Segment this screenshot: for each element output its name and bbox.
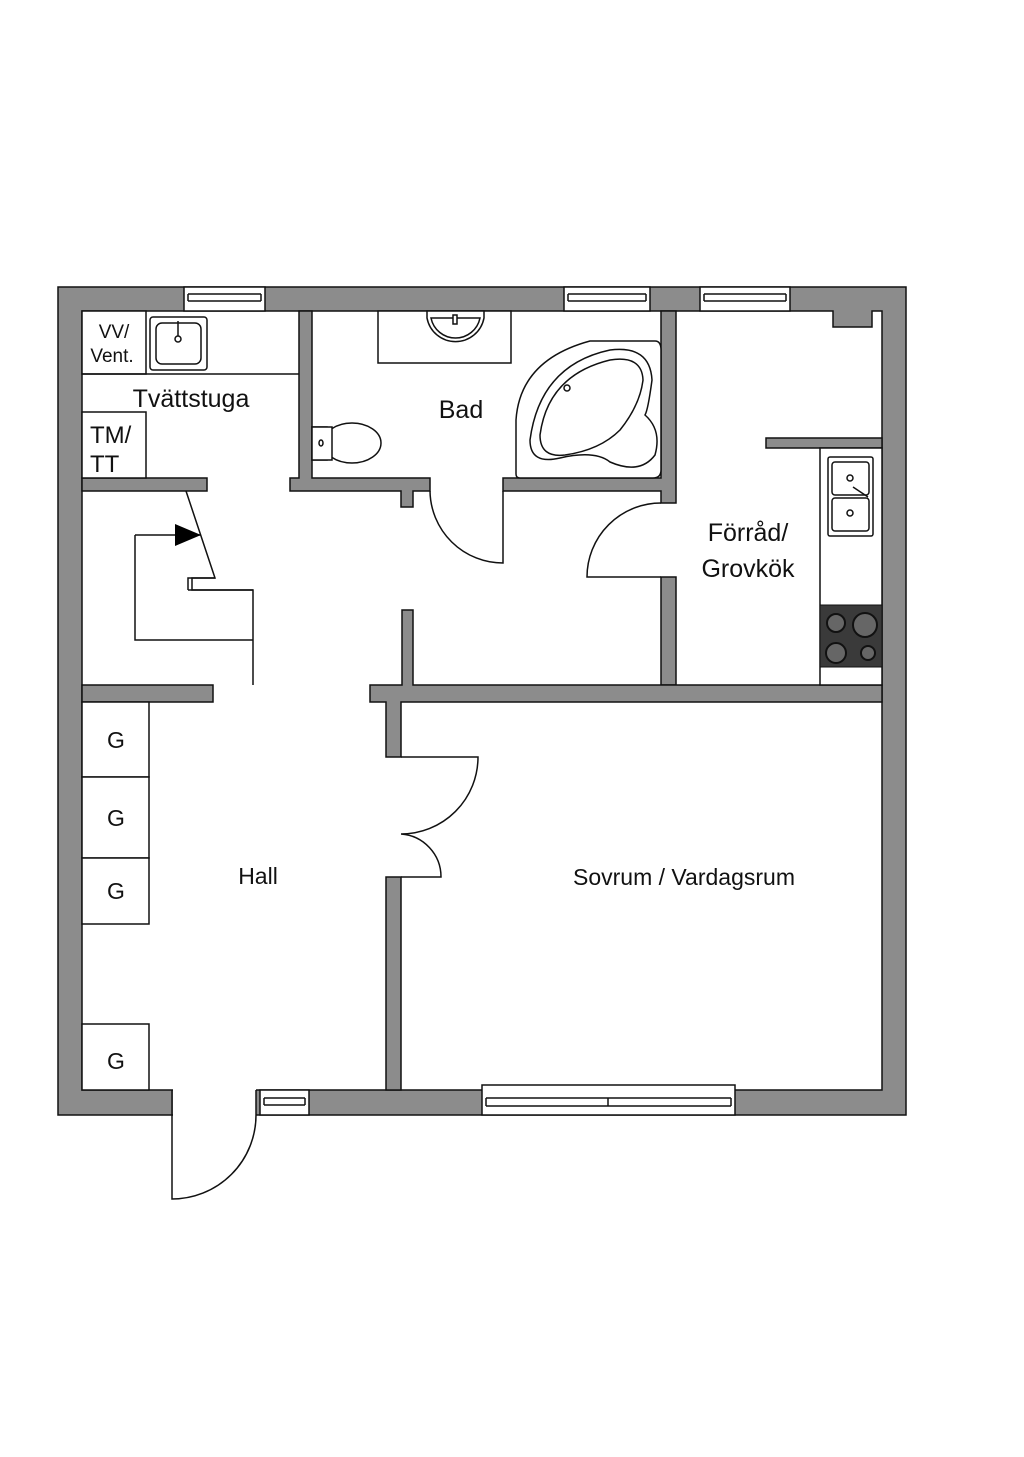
tt-label: TT (90, 451, 120, 478)
window-storage (699, 286, 791, 312)
window-laundry (183, 286, 266, 312)
interior-walls (81, 310, 883, 1091)
tm-label: TM/ (90, 422, 132, 449)
tm-tt-box (81, 411, 147, 479)
closet-label: G (107, 727, 125, 753)
kitchen-sink (827, 456, 874, 537)
closet-label: G (107, 1048, 125, 1074)
entrance-opening (173, 1089, 256, 1116)
window-hall (259, 1089, 310, 1116)
vv-label: VV/ (99, 322, 130, 343)
window-bedroom (481, 1084, 736, 1116)
closet-label: G (107, 878, 125, 904)
room-label-bath: Bad (439, 396, 483, 424)
vv-vent-box (81, 310, 147, 375)
closet (81, 776, 150, 859)
bath-sink (426, 310, 485, 343)
room-label-bedroom: Sovrum / Vardagsrum (573, 864, 795, 890)
toilet (311, 422, 382, 464)
arrow-icon (175, 524, 201, 546)
closet (81, 857, 150, 925)
room-label-storage: Förråd/ (708, 519, 789, 547)
closet (81, 1023, 150, 1091)
bath-door[interactable] (429, 490, 504, 564)
entrance-door[interactable] (171, 1114, 257, 1200)
window-bath (563, 286, 651, 312)
stairs (134, 490, 254, 685)
room-label-hall: Hall (238, 863, 278, 889)
stove (819, 604, 883, 668)
closet-label: G (107, 805, 125, 831)
room-label-laundry: Tvättstuga (133, 385, 250, 413)
room-label-storage-2: Grovkök (701, 555, 795, 583)
bedroom-door[interactable] (400, 756, 479, 878)
storage-door[interactable] (586, 502, 662, 578)
corner-bathtub (515, 340, 662, 479)
laundry-sink (149, 316, 208, 371)
vent-label: Vent. (90, 346, 133, 367)
